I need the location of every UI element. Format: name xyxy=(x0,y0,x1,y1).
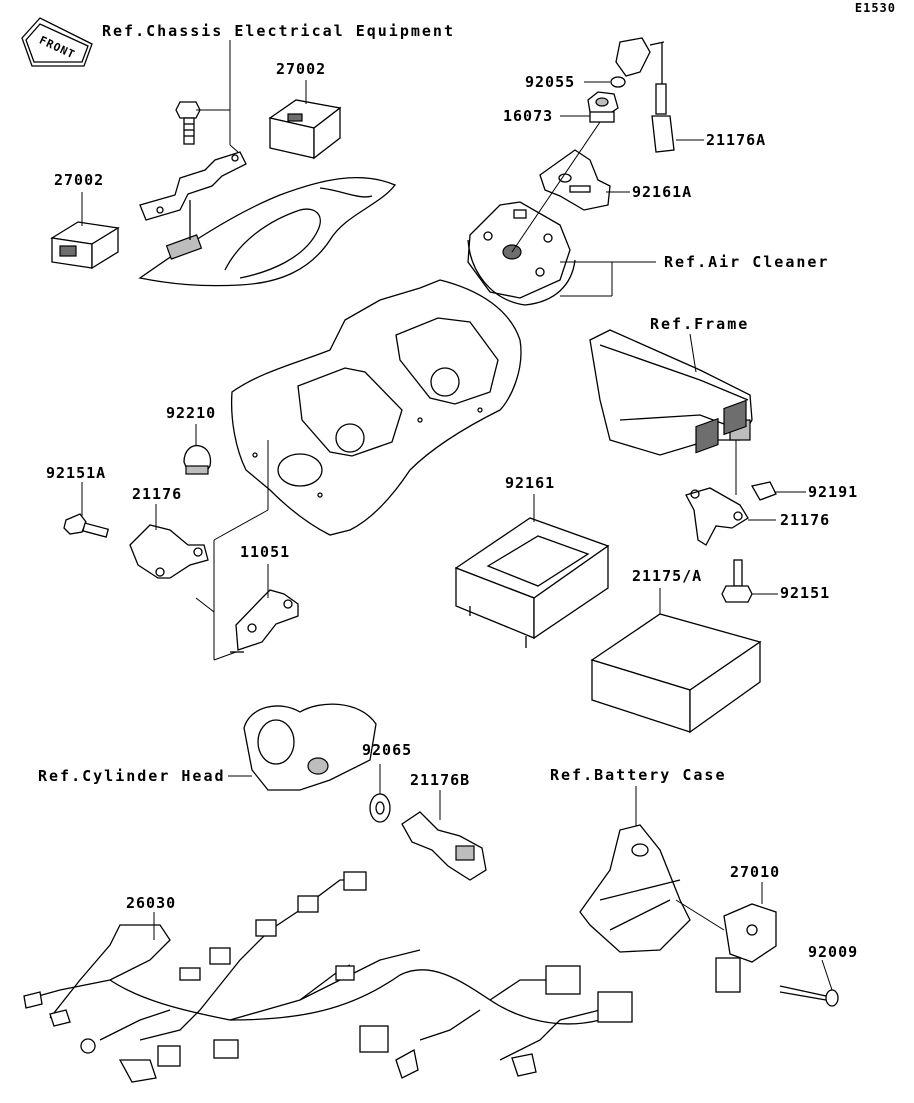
label-92210: 92210 xyxy=(166,404,217,422)
washer xyxy=(369,793,391,823)
label-ref-air-cleaner: Ref.Air Cleaner xyxy=(664,253,830,271)
label-21176b: 21176B xyxy=(410,771,471,789)
relay-27010 xyxy=(715,903,777,993)
water-temp-sensor xyxy=(401,811,487,881)
sensor-left xyxy=(129,524,209,579)
label-92191: 92191 xyxy=(808,483,859,501)
label-92151: 92151 xyxy=(780,584,831,602)
bolt-left xyxy=(63,513,110,538)
pressure-sensor xyxy=(615,37,675,153)
label-16073: 16073 xyxy=(503,107,554,125)
air-cleaner-cover xyxy=(467,201,576,306)
cylinder-head-section xyxy=(243,703,377,791)
front-arrow-icon xyxy=(21,17,93,67)
label-21176-right: 21176 xyxy=(780,511,831,529)
relay-box-left xyxy=(50,221,120,270)
battery-case xyxy=(579,824,691,953)
label-ref-chassis: Ref.Chassis Electrical Equipment xyxy=(102,22,455,40)
bolt-right xyxy=(721,559,753,603)
nut xyxy=(587,91,619,123)
label-21176a: 21176A xyxy=(706,131,767,149)
label-92065: 92065 xyxy=(362,741,413,759)
label-27002-left: 27002 xyxy=(54,171,105,189)
cap-nut xyxy=(183,444,212,475)
label-27002-top: 27002 xyxy=(276,60,327,78)
label-21176-left: 21176 xyxy=(132,485,183,503)
ecu-cover-92161 xyxy=(454,517,610,648)
relay-box-top xyxy=(268,99,342,160)
label-92055: 92055 xyxy=(525,73,576,91)
label-11051: 11051 xyxy=(240,543,291,561)
label-ref-battery-case: Ref.Battery Case xyxy=(550,766,727,784)
diagram-code: E1530 xyxy=(854,1,896,15)
leader-lines xyxy=(81,40,833,991)
fairing-inner-panel xyxy=(230,279,522,536)
label-ref-frame: Ref.Frame xyxy=(650,315,750,333)
bracket-sensor-right xyxy=(685,481,777,546)
stay-bolt xyxy=(175,101,201,145)
headlight-fairing-bracket xyxy=(138,176,397,287)
bracket-stay xyxy=(139,151,247,240)
ecu-unit xyxy=(590,399,762,734)
frame-section xyxy=(589,329,753,456)
o-ring xyxy=(610,76,626,88)
label-92161: 92161 xyxy=(505,474,556,492)
wiring-harness xyxy=(23,871,633,1083)
label-92009: 92009 xyxy=(808,943,859,961)
sensor-bracket-11051 xyxy=(230,589,299,653)
label-92161a: 92161A xyxy=(632,183,693,201)
label-92151a: 92151A xyxy=(46,464,107,482)
label-ref-cylinder-head: Ref.Cylinder Head xyxy=(38,767,226,785)
label-26030: 26030 xyxy=(126,894,177,912)
label-21175a: 21175/A xyxy=(632,567,703,585)
screw-92009 xyxy=(779,985,839,1007)
label-27010: 27010 xyxy=(730,863,781,881)
